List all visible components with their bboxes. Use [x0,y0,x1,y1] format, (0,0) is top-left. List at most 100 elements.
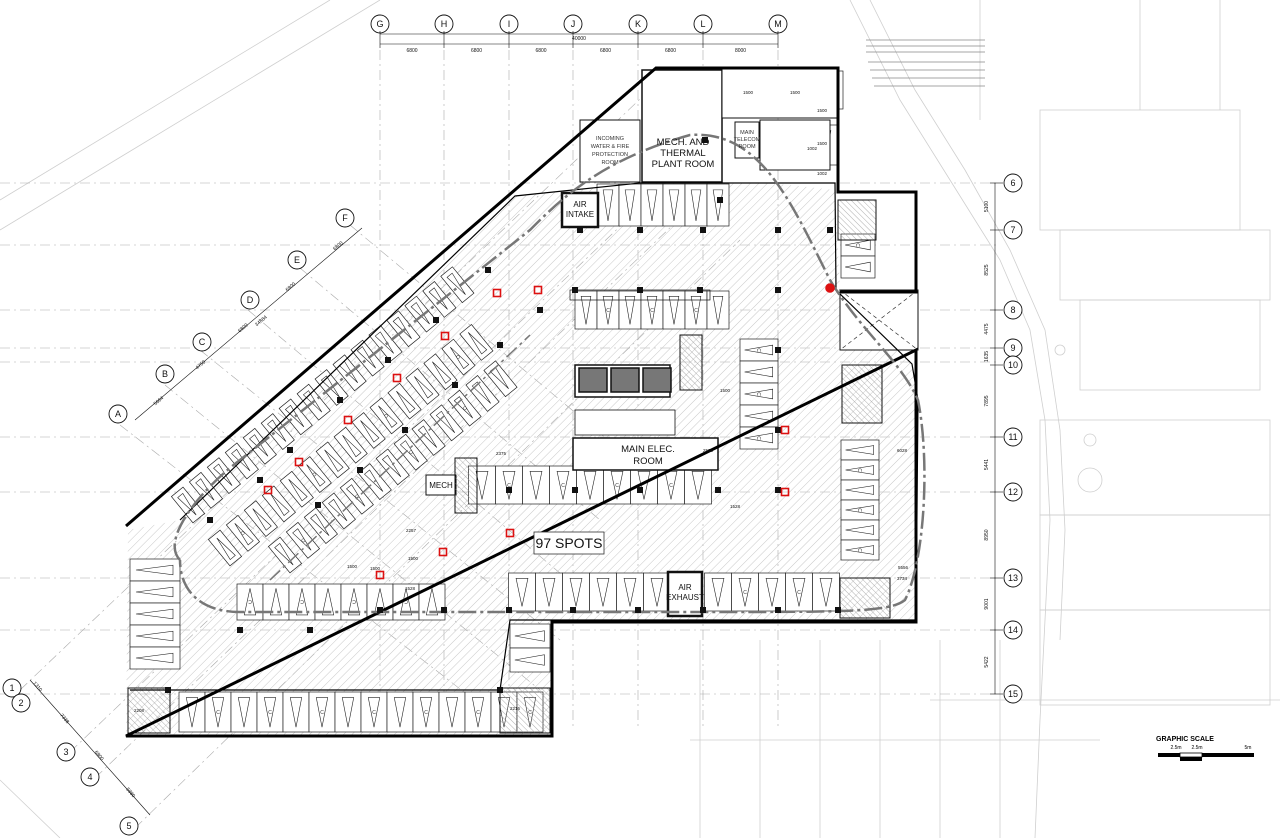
parking-stall: C [603,465,631,505]
parking-stall: C [393,433,428,471]
grid-2-bubble [11,693,31,713]
parking-stall [206,457,241,495]
grid-diag-dim: 6800 [237,322,250,334]
grid-right-dim: 4475 [984,323,990,334]
grid-C-label: C [199,337,206,347]
grid-10-label: 10 [1008,360,1018,370]
svg-text:C: C [454,353,461,360]
svg-text:C: C [650,308,654,314]
stair-core-2 [679,334,703,391]
column [572,487,578,493]
parking-stall [576,465,604,505]
elevator-3 [642,367,672,393]
svg-text:C: C [476,710,480,716]
main-elec-label-1: MAIN ELEC. [621,444,675,455]
parking-stall [840,439,880,461]
svg-text:C: C [615,483,619,489]
parking-stall [706,290,730,330]
parking-stall [630,465,658,505]
parking-stall [422,281,457,318]
telecom-stalls-block [759,119,831,171]
grid-top-dim: 6800 [471,48,482,54]
parking-stall [333,426,368,464]
svg-text:C: C [216,710,220,716]
svg-text:C: C [669,483,673,489]
scale-title: GRAPHIC SCALE [1156,736,1214,743]
main-telecom-label-3: ROOM [738,144,756,150]
parking-stall [465,375,500,412]
grid-M-label: M [774,19,782,29]
parking-stall [684,183,708,227]
parking-stall [261,485,296,523]
parking-stall [321,492,356,530]
drive-aisle-path [173,133,926,614]
inner-wall [130,182,919,691]
dimension-label: 1500 [370,566,381,571]
red-marker [438,547,448,557]
grid-3-bubble [56,742,76,762]
grid-top-dim: 6800 [600,48,611,54]
parking-stall [616,572,644,612]
parking-stall [662,290,686,330]
parking-stall [440,266,475,304]
grid-B-bubble [155,364,175,384]
column [697,287,703,293]
grid-6-label: 6 [1010,178,1015,188]
svg-text:C: C [300,598,304,604]
parking-stall [684,465,712,505]
grid-13-label: 13 [1008,573,1018,583]
parking-stall [509,623,551,649]
red-marker [492,288,502,298]
parking-stall [315,441,350,479]
column [207,517,213,523]
grid-right-dim: 9001 [984,598,990,609]
incoming-water-label-2: WATER & FIRE [591,144,630,150]
parking-stall: C [739,426,779,450]
grid-15-label: 15 [1008,689,1018,699]
grid-F-bubble [335,208,355,228]
parking-stall [129,646,181,670]
parking-stall [618,290,642,330]
parking-stall [242,427,277,465]
svg-text:C: C [854,243,860,247]
main-telecom-label-2: TELECOM [734,137,761,143]
parking-stall: C [840,499,880,521]
parking-stall: C [236,583,264,621]
parking-stall [662,183,686,227]
parking-stall [508,572,536,612]
scale-tick-1: 2.5m [1170,745,1181,751]
svg-text:C: C [239,529,246,536]
column [835,607,841,613]
elevator-2 [610,367,640,393]
dimension-label: 1500 [720,388,731,393]
grid-C-bubble [192,332,212,352]
air-intake-label-1: AIR [573,200,587,209]
parking-stall [334,691,362,733]
main-telecom-room [734,121,760,159]
dimension-label: 6028 [897,448,908,453]
parking-stall [405,368,440,405]
red-marker [780,425,790,435]
red-marker [343,415,353,425]
grid-top-dim: 6800 [535,48,546,54]
grid-1-bubble [2,678,22,698]
parking-stall [574,290,598,330]
grid-top-total: 40000 [572,36,586,42]
grid-11-label: 11 [1008,432,1017,442]
parking-stall [562,572,590,612]
air-exhaust-room [666,570,704,618]
grid-top-dim: 6800 [406,48,417,54]
parking-stall [589,572,617,612]
grid-11-bubble [1003,427,1023,447]
grid-7-label: 7 [1010,225,1015,235]
spots-label-box [533,531,605,555]
dimension-label: 2216 [510,706,521,711]
grid-14-bubble [1003,620,1023,640]
column [637,227,643,233]
parking-stall: C [495,465,523,505]
elevator-1 [578,367,608,393]
dimension-label: 1500 [817,108,828,113]
parking-stall: C [412,691,440,733]
